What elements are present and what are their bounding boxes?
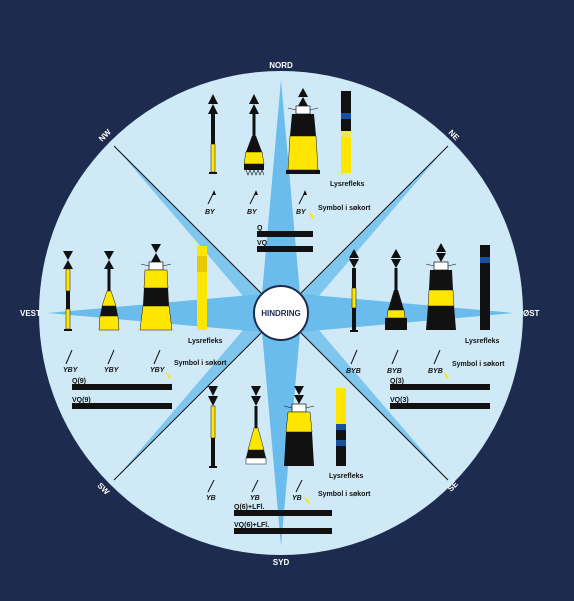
east-light-q-label: Q(3) <box>390 378 404 385</box>
west-light-vq-label: VQ(9) <box>72 397 91 404</box>
north-chart-symbols <box>207 190 314 219</box>
center-label: HINDRING <box>261 309 301 318</box>
south-light-vq-bar <box>234 528 332 534</box>
east-lighted-buoy <box>425 243 457 330</box>
compass-star <box>48 80 514 546</box>
east-spar-buoy <box>349 249 359 332</box>
west-light-vq-bar <box>72 403 172 409</box>
east-light-q-bar <box>390 384 490 390</box>
west-lighted-buoy <box>139 244 173 331</box>
north-light-q-label: Q <box>257 225 263 232</box>
south-spar-buoy <box>208 386 218 468</box>
north-chart-symbol-1: BY <box>205 209 216 216</box>
north-light-q-bar <box>257 231 313 237</box>
south-sector: Lysrefleks YB YB YB Symbol i søkort Q(6)… <box>206 386 371 534</box>
east-chart-symbol-1: BYB <box>346 368 361 375</box>
label-ost: ØST <box>523 309 540 318</box>
east-chart-symbol-2: BYB <box>387 368 402 375</box>
east-reflector-label: Lysrefleks <box>465 338 499 345</box>
east-sector: Lysrefleks BYB BYB BYB Symbol i søkort Q… <box>346 243 505 409</box>
north-light-vq-bar <box>257 246 313 252</box>
south-reflector-label: Lysrefleks <box>329 473 363 480</box>
south-chart-symbol-1: YB <box>206 495 216 502</box>
center-circle <box>253 285 309 341</box>
east-light-vq-label: VQ(3) <box>390 397 409 404</box>
east-reflector <box>480 245 490 330</box>
west-symbol-label: Symbol i søkort <box>174 360 227 367</box>
south-reflector <box>336 388 346 466</box>
east-light-vq-bar <box>390 403 490 409</box>
sector-lines <box>113 145 449 481</box>
north-symbol-label: Symbol i søkort <box>318 205 371 212</box>
south-light-q-bar <box>234 510 332 516</box>
north-chart-symbol-2: BY <box>247 209 258 216</box>
south-chart-symbols <box>207 479 310 504</box>
west-chart-symbol-1: YBY <box>63 367 79 374</box>
east-chart-symbol-3: BYB <box>428 368 443 375</box>
north-pillar-buoy <box>243 94 265 176</box>
north-sector: Lysrefleks BY BY BY Symbol i søkort Q VQ <box>205 88 371 252</box>
west-light-q-bar <box>72 384 172 390</box>
east-chart-symbols <box>350 349 449 379</box>
west-pillar-buoy <box>98 251 120 331</box>
south-light-vq-label: VQ(6)+LFl. <box>234 522 269 529</box>
east-pillar-buoy <box>385 249 407 330</box>
north-reflector <box>341 91 351 173</box>
label-vest: VEST <box>20 309 41 318</box>
label-syd: SYD <box>273 558 290 567</box>
north-reflector-label: Lysrefleks <box>330 181 364 188</box>
west-chart-symbols <box>65 349 171 379</box>
south-pillar-buoy <box>245 386 267 465</box>
south-chart-symbol-2: YB <box>250 495 260 502</box>
north-spar-buoy <box>208 94 218 174</box>
south-light-q-label: Q(6)+LFl. <box>234 504 265 511</box>
west-sector: Lysrefleks YBY YBY YBY Symbol i søkort Q… <box>63 244 227 409</box>
west-reflector <box>197 246 207 330</box>
north-light-vq-label: VQ <box>257 240 268 247</box>
south-lighted-buoy <box>283 386 315 466</box>
west-light-q-label: Q(9) <box>72 378 86 385</box>
west-chart-symbol-3: YBY <box>150 367 166 374</box>
north-chart-symbol-3: BY <box>296 209 307 216</box>
south-symbol-label: Symbol i søkort <box>318 491 371 498</box>
east-symbol-label: Symbol i søkort <box>452 361 505 368</box>
west-chart-symbol-2: YBY <box>104 367 120 374</box>
west-spar-buoy <box>63 251 73 331</box>
south-chart-symbol-3: YB <box>292 495 302 502</box>
north-lighted-buoy <box>286 88 320 174</box>
label-nord: NORD <box>269 61 293 70</box>
west-reflector-label: Lysrefleks <box>188 338 222 345</box>
